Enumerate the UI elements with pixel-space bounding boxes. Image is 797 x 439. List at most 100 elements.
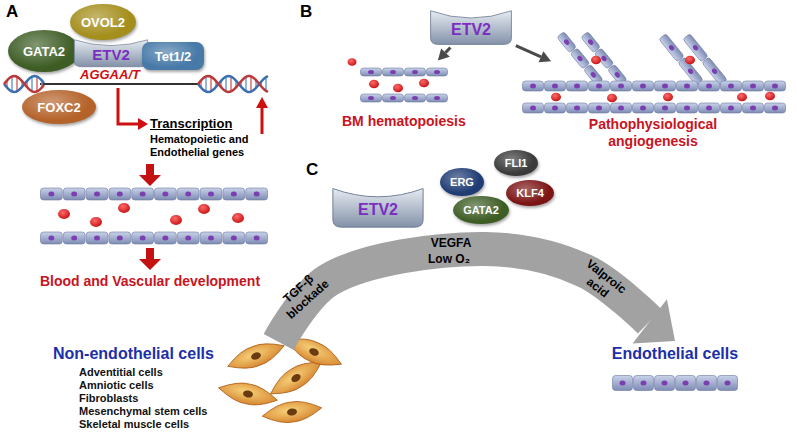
base-pair: [210, 77, 212, 92]
base-pair: [31, 77, 33, 92]
endothelial-cell: [383, 68, 404, 76]
dna-strand: [40, 83, 200, 85]
nucleus: [530, 84, 536, 89]
endothelial-cell: [699, 103, 720, 113]
nucleus: [434, 96, 440, 100]
endothelial-cell: [699, 81, 720, 91]
endothelial-cell: [633, 103, 654, 113]
endothelial-cell: [41, 188, 63, 200]
panel-letter: A: [6, 2, 18, 22]
cell-group: Non-endothelial cellsAdventitial cellsAm…: [45, 342, 330, 437]
nucleus: [728, 106, 734, 111]
endothelial-cell: [405, 94, 426, 102]
endothelial-cell: [655, 103, 676, 113]
endothelial-cell: [109, 232, 131, 244]
factor-name: ETV2: [92, 46, 130, 64]
endothelial-cell: [223, 232, 245, 244]
nucleus: [254, 236, 260, 241]
endothelial-cell: [41, 232, 63, 244]
group-title: Endothelial cells: [612, 344, 738, 363]
helix-strand: [198, 76, 268, 92]
nucleus: [683, 381, 689, 386]
factor-oval: GATA2: [453, 196, 509, 224]
endothelial-cell: [361, 68, 382, 76]
etv2-shape: ETV2: [72, 36, 150, 68]
nucleus: [48, 236, 54, 241]
fibroblast-cell: [217, 378, 280, 410]
red-blood-cell: [737, 93, 747, 102]
cell-group: Endothelial cells: [600, 342, 750, 402]
endothelial-cell: [132, 188, 154, 200]
base-pair: [265, 77, 267, 91]
nucleus: [640, 106, 646, 111]
nucleus: [641, 381, 647, 386]
endothelial-cell: [155, 188, 177, 200]
nucleus: [162, 236, 168, 241]
endothelial-cell: [177, 188, 199, 200]
factor-name: ETV2: [358, 200, 398, 219]
nucleus: [590, 71, 597, 78]
endothelial-cell: [633, 81, 654, 91]
nucleus: [254, 192, 260, 197]
fibroblast-cell: [224, 336, 287, 375]
nucleus: [662, 381, 668, 386]
endothelial-cell: [659, 34, 684, 62]
endothelial-cell: [427, 94, 448, 102]
endothelial-cell: [361, 94, 382, 102]
treatment-label: Valproic acid: [568, 251, 636, 312]
endothelial-cell: [613, 376, 633, 391]
factor-name: GATA2: [23, 44, 65, 59]
red-blood-cell: [369, 80, 379, 89]
endothelial-cell: [570, 48, 590, 69]
arrow-head: [256, 97, 268, 108]
cell-illustrations: [41, 32, 786, 427]
red-blood-cell: [607, 94, 617, 103]
down-arrow: [139, 164, 161, 186]
endothelial-cell: [697, 376, 717, 391]
red-blood-cell: [551, 93, 561, 102]
endothelial-cell: [545, 81, 566, 91]
nucleus: [162, 192, 168, 197]
etv2-shape: ETV2: [428, 6, 514, 46]
nucleus: [412, 70, 418, 74]
endothelial-cell: [611, 81, 632, 91]
factor-oval: FOXC2: [22, 90, 96, 124]
endothelial-cell: [63, 188, 85, 200]
nucleus: [368, 96, 374, 100]
nucleus: [618, 84, 624, 89]
endothelial-cell: [718, 376, 738, 391]
nucleus: [687, 68, 694, 75]
endothelial-row: [557, 32, 603, 86]
endothelial-cell: [677, 103, 698, 113]
arrow-head: [138, 118, 148, 130]
endothelial-row: [523, 81, 786, 91]
base-pair: [205, 76, 207, 91]
factor-box: Tet1/2: [142, 42, 204, 70]
endothelial-cell: [611, 103, 632, 113]
endothelial-cell: [721, 103, 742, 113]
nucleus: [668, 44, 675, 51]
factor-name: KLF4: [516, 187, 544, 200]
nucleus: [552, 106, 558, 111]
nucleus: [772, 84, 778, 89]
nucleus: [750, 106, 756, 111]
base-pair: [36, 77, 38, 92]
red-blood-cell: [685, 56, 695, 65]
factor-name: GATA2: [463, 204, 499, 217]
treatment-label: VEGFA: [424, 236, 478, 250]
endothelial-cell: [545, 103, 566, 113]
group-title: Non-endothelial cells: [53, 344, 214, 363]
nucleus: [574, 106, 580, 111]
endothelial-cell: [523, 81, 544, 91]
endothelial-row: [659, 34, 703, 86]
factor-oval: GATA2: [8, 30, 80, 72]
nucleus: [750, 84, 756, 89]
base-pair: [250, 76, 252, 91]
nucleus: [117, 192, 123, 197]
connector-arrow: [516, 46, 551, 63]
red-blood-cell: [419, 79, 429, 88]
down-arrow: [139, 248, 161, 270]
endothelial-cell: [223, 188, 245, 200]
nucleus: [530, 106, 536, 111]
red-blood-cell: [765, 92, 775, 101]
